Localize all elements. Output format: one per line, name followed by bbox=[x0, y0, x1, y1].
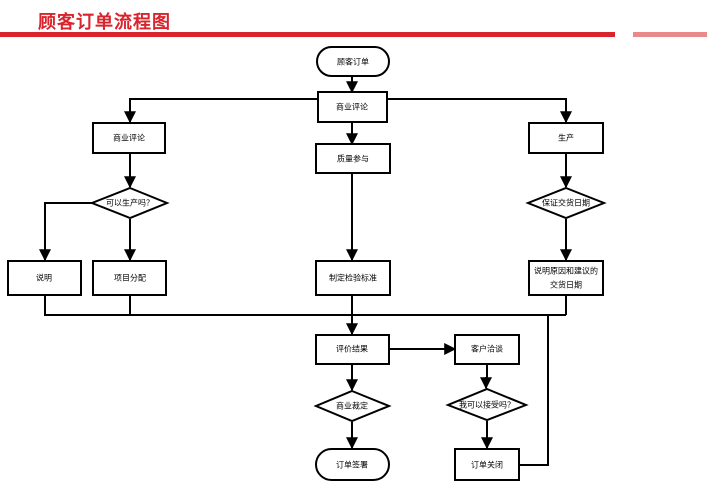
eval-result-box bbox=[315, 334, 390, 365]
eval-result-label: 评价结果 bbox=[336, 344, 368, 354]
order-close-box bbox=[454, 448, 520, 481]
business-decision-diamond bbox=[313, 389, 392, 423]
explain-reason-label-line2: 交货日期 bbox=[550, 280, 582, 290]
inspection-std-label: 制定检验标准 bbox=[329, 273, 377, 283]
accept-decision-diamond bbox=[445, 387, 529, 422]
main-review-label: 商业评论 bbox=[336, 102, 368, 112]
order-close-label: 订单关闭 bbox=[471, 460, 503, 470]
production-label: 生产 bbox=[558, 133, 574, 143]
page-title: 顾客订单流程图 bbox=[38, 12, 171, 33]
accept-label: 我可以接受吗？ bbox=[459, 400, 515, 410]
quality-label: 质量参与 bbox=[337, 154, 369, 164]
labels: 顾客订单 商业评论 商业评论 生产 质量参与 可以生产吗？ 保证交货日期 说明 … bbox=[36, 57, 598, 470]
explain-reason-box bbox=[528, 260, 604, 296]
project-assign-label: 项目分配 bbox=[114, 274, 146, 283]
end-label: 订单签署 bbox=[336, 460, 368, 470]
customer-negotiate-label: 客户洽谈 bbox=[471, 344, 503, 354]
shapes bbox=[7, 46, 607, 481]
title-underline-bar bbox=[0, 32, 615, 37]
explain-box bbox=[7, 260, 82, 296]
guarantee-date-label: 保证交货日期 bbox=[542, 198, 590, 208]
explain-label: 说明 bbox=[36, 273, 52, 283]
main-review-box bbox=[317, 91, 388, 123]
customer-negotiate-box bbox=[454, 334, 520, 365]
explain-reason-label-line1: 说明原因和建议的 bbox=[534, 266, 598, 276]
left-review-box bbox=[92, 122, 166, 154]
start-label: 顾客订单 bbox=[337, 57, 369, 67]
can-produce-decision bbox=[89, 186, 170, 220]
end-terminal bbox=[315, 448, 390, 481]
title-accent-bar bbox=[633, 32, 707, 37]
connectors bbox=[39, 77, 572, 466]
left-review-label: 商业评论 bbox=[113, 133, 145, 143]
can-produce-label: 可以生产吗？ bbox=[106, 198, 154, 208]
quality-box bbox=[315, 143, 391, 174]
business-decision-label: 商业裁定 bbox=[336, 401, 368, 411]
production-box bbox=[528, 122, 604, 154]
inspection-std-box bbox=[315, 260, 391, 296]
project-assign-box bbox=[92, 260, 167, 296]
start-terminal bbox=[316, 46, 390, 77]
guarantee-date-decision bbox=[525, 186, 607, 220]
